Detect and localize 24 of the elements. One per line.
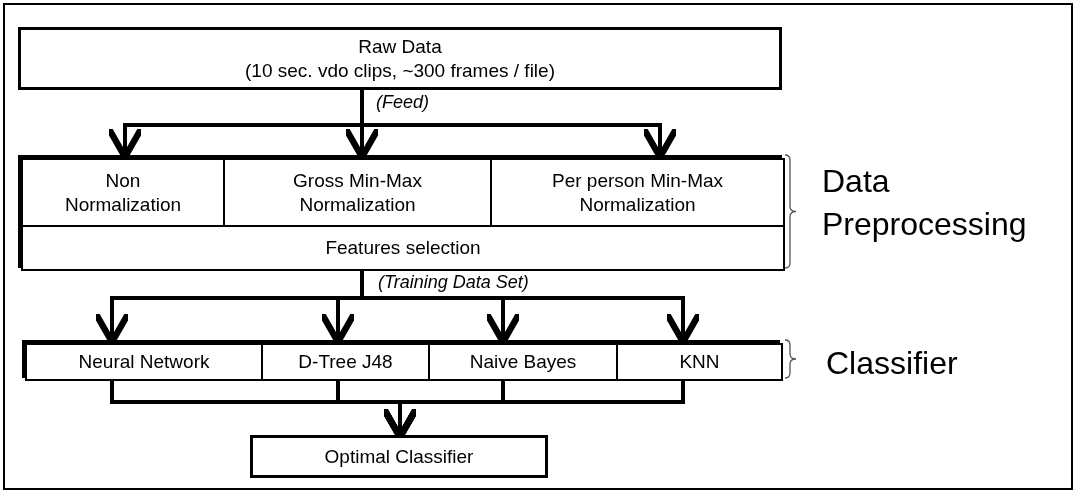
process-box: [250, 435, 548, 478]
group-box: [22, 340, 780, 378]
box-title: Naive Bayes: [468, 350, 578, 374]
box-title: Raw Data: [357, 34, 443, 59]
side-label: Data Preprocessing: [822, 162, 1028, 245]
group-box: [18, 155, 782, 268]
process-box: [21, 158, 225, 227]
process-box: [616, 343, 783, 381]
box-title: Per person Min-Max Normalization: [550, 168, 725, 217]
box-title: KNN: [678, 350, 721, 374]
box-title: Neural Network: [77, 350, 211, 374]
box-title: Gross Min-Max Normalization: [292, 168, 423, 217]
process-box: [18, 27, 782, 90]
process-box: [25, 343, 263, 381]
process-box: [261, 343, 430, 381]
process-box: [428, 343, 618, 381]
process-box: [21, 225, 785, 271]
box-subtitle: (10 sec. vdo clips, ~300 frames / file): [244, 58, 556, 83]
box-title: Non Normalization: [63, 168, 183, 217]
box-title: Features selection: [324, 236, 482, 260]
process-box: [490, 158, 785, 227]
side-label: Classifier: [826, 344, 959, 383]
box-title: D-Tree J48: [297, 350, 394, 374]
box-title: Optimal Classifier: [323, 444, 475, 469]
